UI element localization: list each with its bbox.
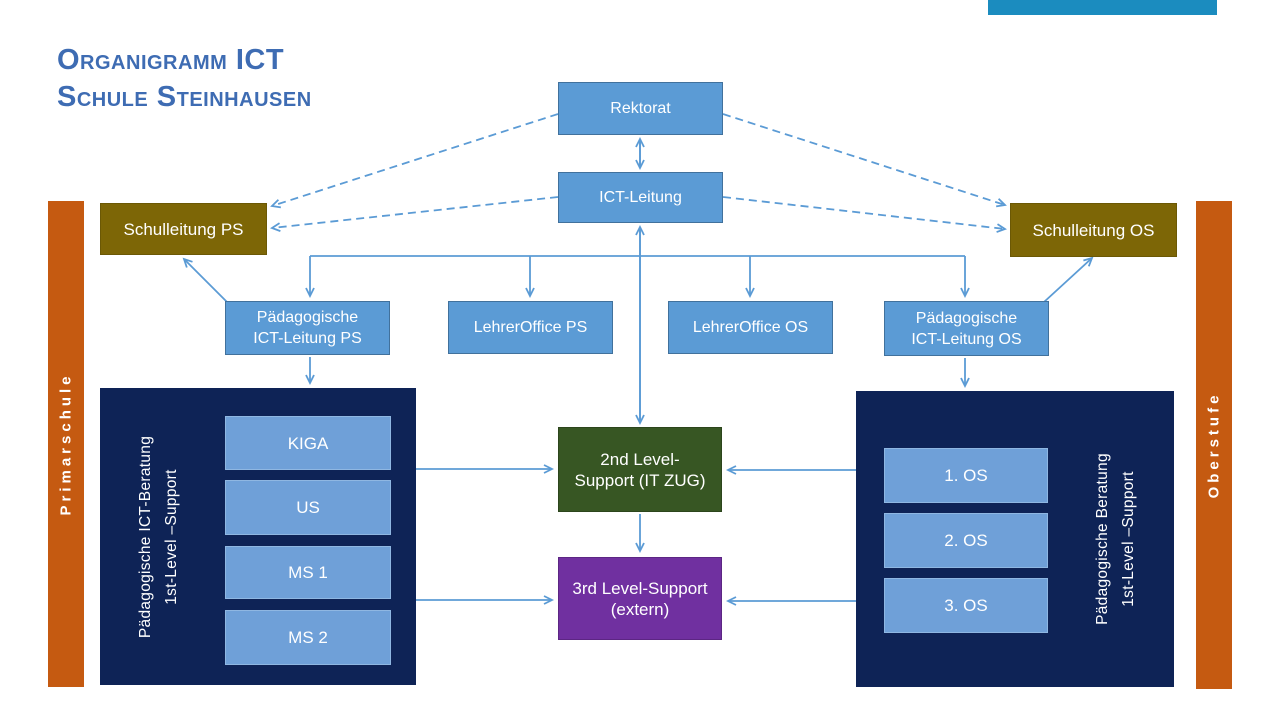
node-lehreroffice-os: LehrerOffice OS <box>668 301 833 354</box>
link-ict-schulleitung-os <box>722 196 1007 233</box>
node-us: US <box>225 480 391 535</box>
node-kiga-label: KIGA <box>287 433 329 453</box>
node-us-label: US <box>296 498 320 517</box>
node-2os: 2. OS <box>884 513 1048 568</box>
top-accent-bar <box>988 0 1217 15</box>
oberstufe-label-line1: Pädagogische Beratung <box>1094 453 1111 625</box>
link-rektorat-schulleitung-ps <box>270 113 559 209</box>
group-oberstufe-label: Pädagogische Beratung 1st-Level –Support <box>1090 453 1142 625</box>
group-primarschule-label: Pädagogische ICT-Beratung 1st-Level –Sup… <box>133 435 185 637</box>
link-paedps-schulleitungps <box>182 257 229 304</box>
sidebar-primarschule: Primarschule <box>48 201 84 687</box>
link-paedos-schulleitungos <box>1043 256 1094 303</box>
oberstufe-label-line2: 1st-Level –Support <box>1120 471 1137 607</box>
node-paed-ict-leitung-os: Pädagogische ICT-Leitung OS <box>884 301 1049 356</box>
node-3os: 3. OS <box>884 578 1048 633</box>
sidebar-primarschule-label: Primarschule <box>57 372 75 516</box>
title-line-2: Schule Steinhausen <box>57 81 312 113</box>
node-kiga: KIGA <box>225 416 391 470</box>
node-lehreroffice-ps-label: LehrerOffice PS <box>473 319 588 336</box>
group-oberstufe-block: Pädagogische Beratung 1st-Level –Support… <box>856 391 1174 687</box>
node-2nd-level-line2: Support (IT ZUG) <box>574 470 706 490</box>
node-schulleitung-ps: Schulleitung PS <box>100 203 267 255</box>
node-ms2: MS 2 <box>225 610 391 665</box>
node-1os-label: 1. OS <box>944 466 988 485</box>
node-rektorat: Rektorat <box>558 82 723 135</box>
node-schulleitung-os: Schulleitung OS <box>1010 203 1177 257</box>
node-ms2-label: MS 2 <box>288 628 328 647</box>
node-rektorat-label: Rektorat <box>610 100 671 117</box>
node-1os: 1. OS <box>884 448 1048 503</box>
node-ms1-label: MS 1 <box>288 563 328 582</box>
node-3rd-level-line2: (extern) <box>610 599 670 619</box>
link-ict-schulleitung-ps <box>269 196 559 232</box>
node-3rd-level-support: 3rd Level-Support (extern) <box>558 557 722 640</box>
link-rektorat-schulleitung-os <box>722 113 1007 208</box>
node-paed-ict-leitung-os-line2: ICT-Leitung OS <box>911 330 1022 348</box>
node-3os-label: 3. OS <box>944 596 988 615</box>
title-line-1: Organigramm ICT <box>57 44 285 76</box>
node-lehreroffice-ps: LehrerOffice PS <box>448 301 613 354</box>
node-paed-ict-leitung-os-line1: Pädagogische <box>915 309 1018 327</box>
node-ict-leitung-label: ICT-Leitung <box>599 189 682 206</box>
node-3rd-level-line1: 3rd Level-Support <box>572 578 708 598</box>
node-schulleitung-os-label: Schulleitung OS <box>1032 220 1155 240</box>
node-paed-ict-leitung-ps: Pädagogische ICT-Leitung PS <box>225 301 390 355</box>
primarschule-label-line2: 1st-Level –Support <box>163 468 180 605</box>
primarschule-label-line1: Pädagogische ICT-Beratung <box>137 435 154 638</box>
node-2nd-level-line1: 2nd Level- <box>600 449 680 469</box>
group-primarschule-block: Pädagogische ICT-Beratung 1st-Level –Sup… <box>100 388 416 685</box>
node-2nd-level-support: 2nd Level- Support (IT ZUG) <box>558 427 722 512</box>
node-2os-label: 2. OS <box>944 531 988 550</box>
sidebar-oberstufe: Oberstufe <box>1196 201 1232 689</box>
node-ms1: MS 1 <box>225 546 391 599</box>
page-title: Organigramm ICT Schule Steinhausen <box>57 42 312 116</box>
node-paed-ict-leitung-ps-line1: Pädagogische <box>256 309 359 326</box>
node-ict-leitung: ICT-Leitung <box>558 172 723 223</box>
node-lehreroffice-os-label: LehrerOffice OS <box>692 319 809 336</box>
node-paed-ict-leitung-ps-line2: ICT-Leitung PS <box>253 330 362 347</box>
node-schulleitung-ps-label: Schulleitung PS <box>123 219 244 239</box>
sidebar-oberstufe-label: Oberstufe <box>1205 391 1223 499</box>
